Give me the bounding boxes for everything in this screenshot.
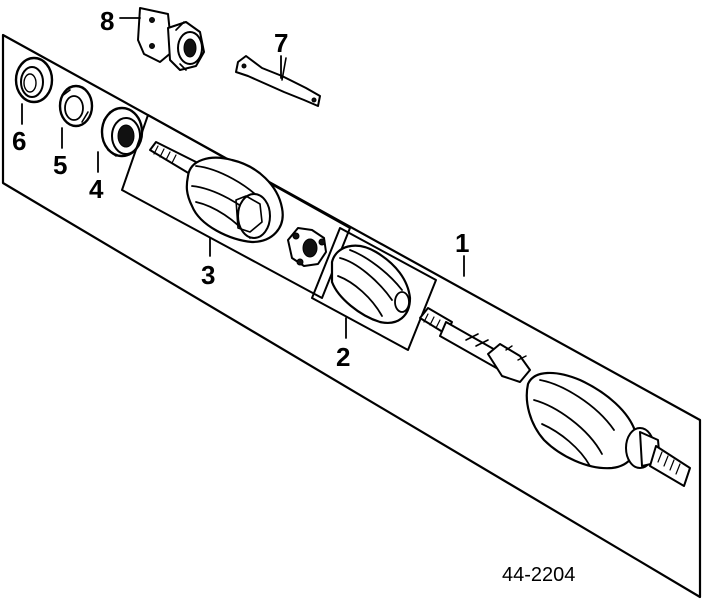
part-3-outer-cv-joint (121, 114, 351, 299)
callout-3: 3 (201, 260, 215, 290)
callout-labels: 8 7 6 5 4 3 2 1 (12, 6, 469, 372)
callout-2: 2 (336, 342, 350, 372)
callout-6: 6 (12, 126, 26, 156)
callout-7: 7 (274, 28, 288, 58)
callout-1: 1 (455, 228, 469, 258)
part-7-strap (235, 55, 321, 107)
assembly-frame (1, 33, 702, 599)
leader-lines (21, 17, 465, 339)
callout-8: 8 (100, 6, 114, 36)
part-1-shaft (419, 307, 691, 487)
part-5-ring (58, 84, 94, 128)
part-6-seal (14, 56, 54, 104)
part-2-inner-cv-joint (311, 227, 437, 351)
callout-5: 5 (53, 150, 67, 180)
callout-4: 4 (89, 174, 104, 204)
diagram-code: 44-2204 (502, 564, 575, 586)
part-8-bracket (137, 7, 205, 71)
